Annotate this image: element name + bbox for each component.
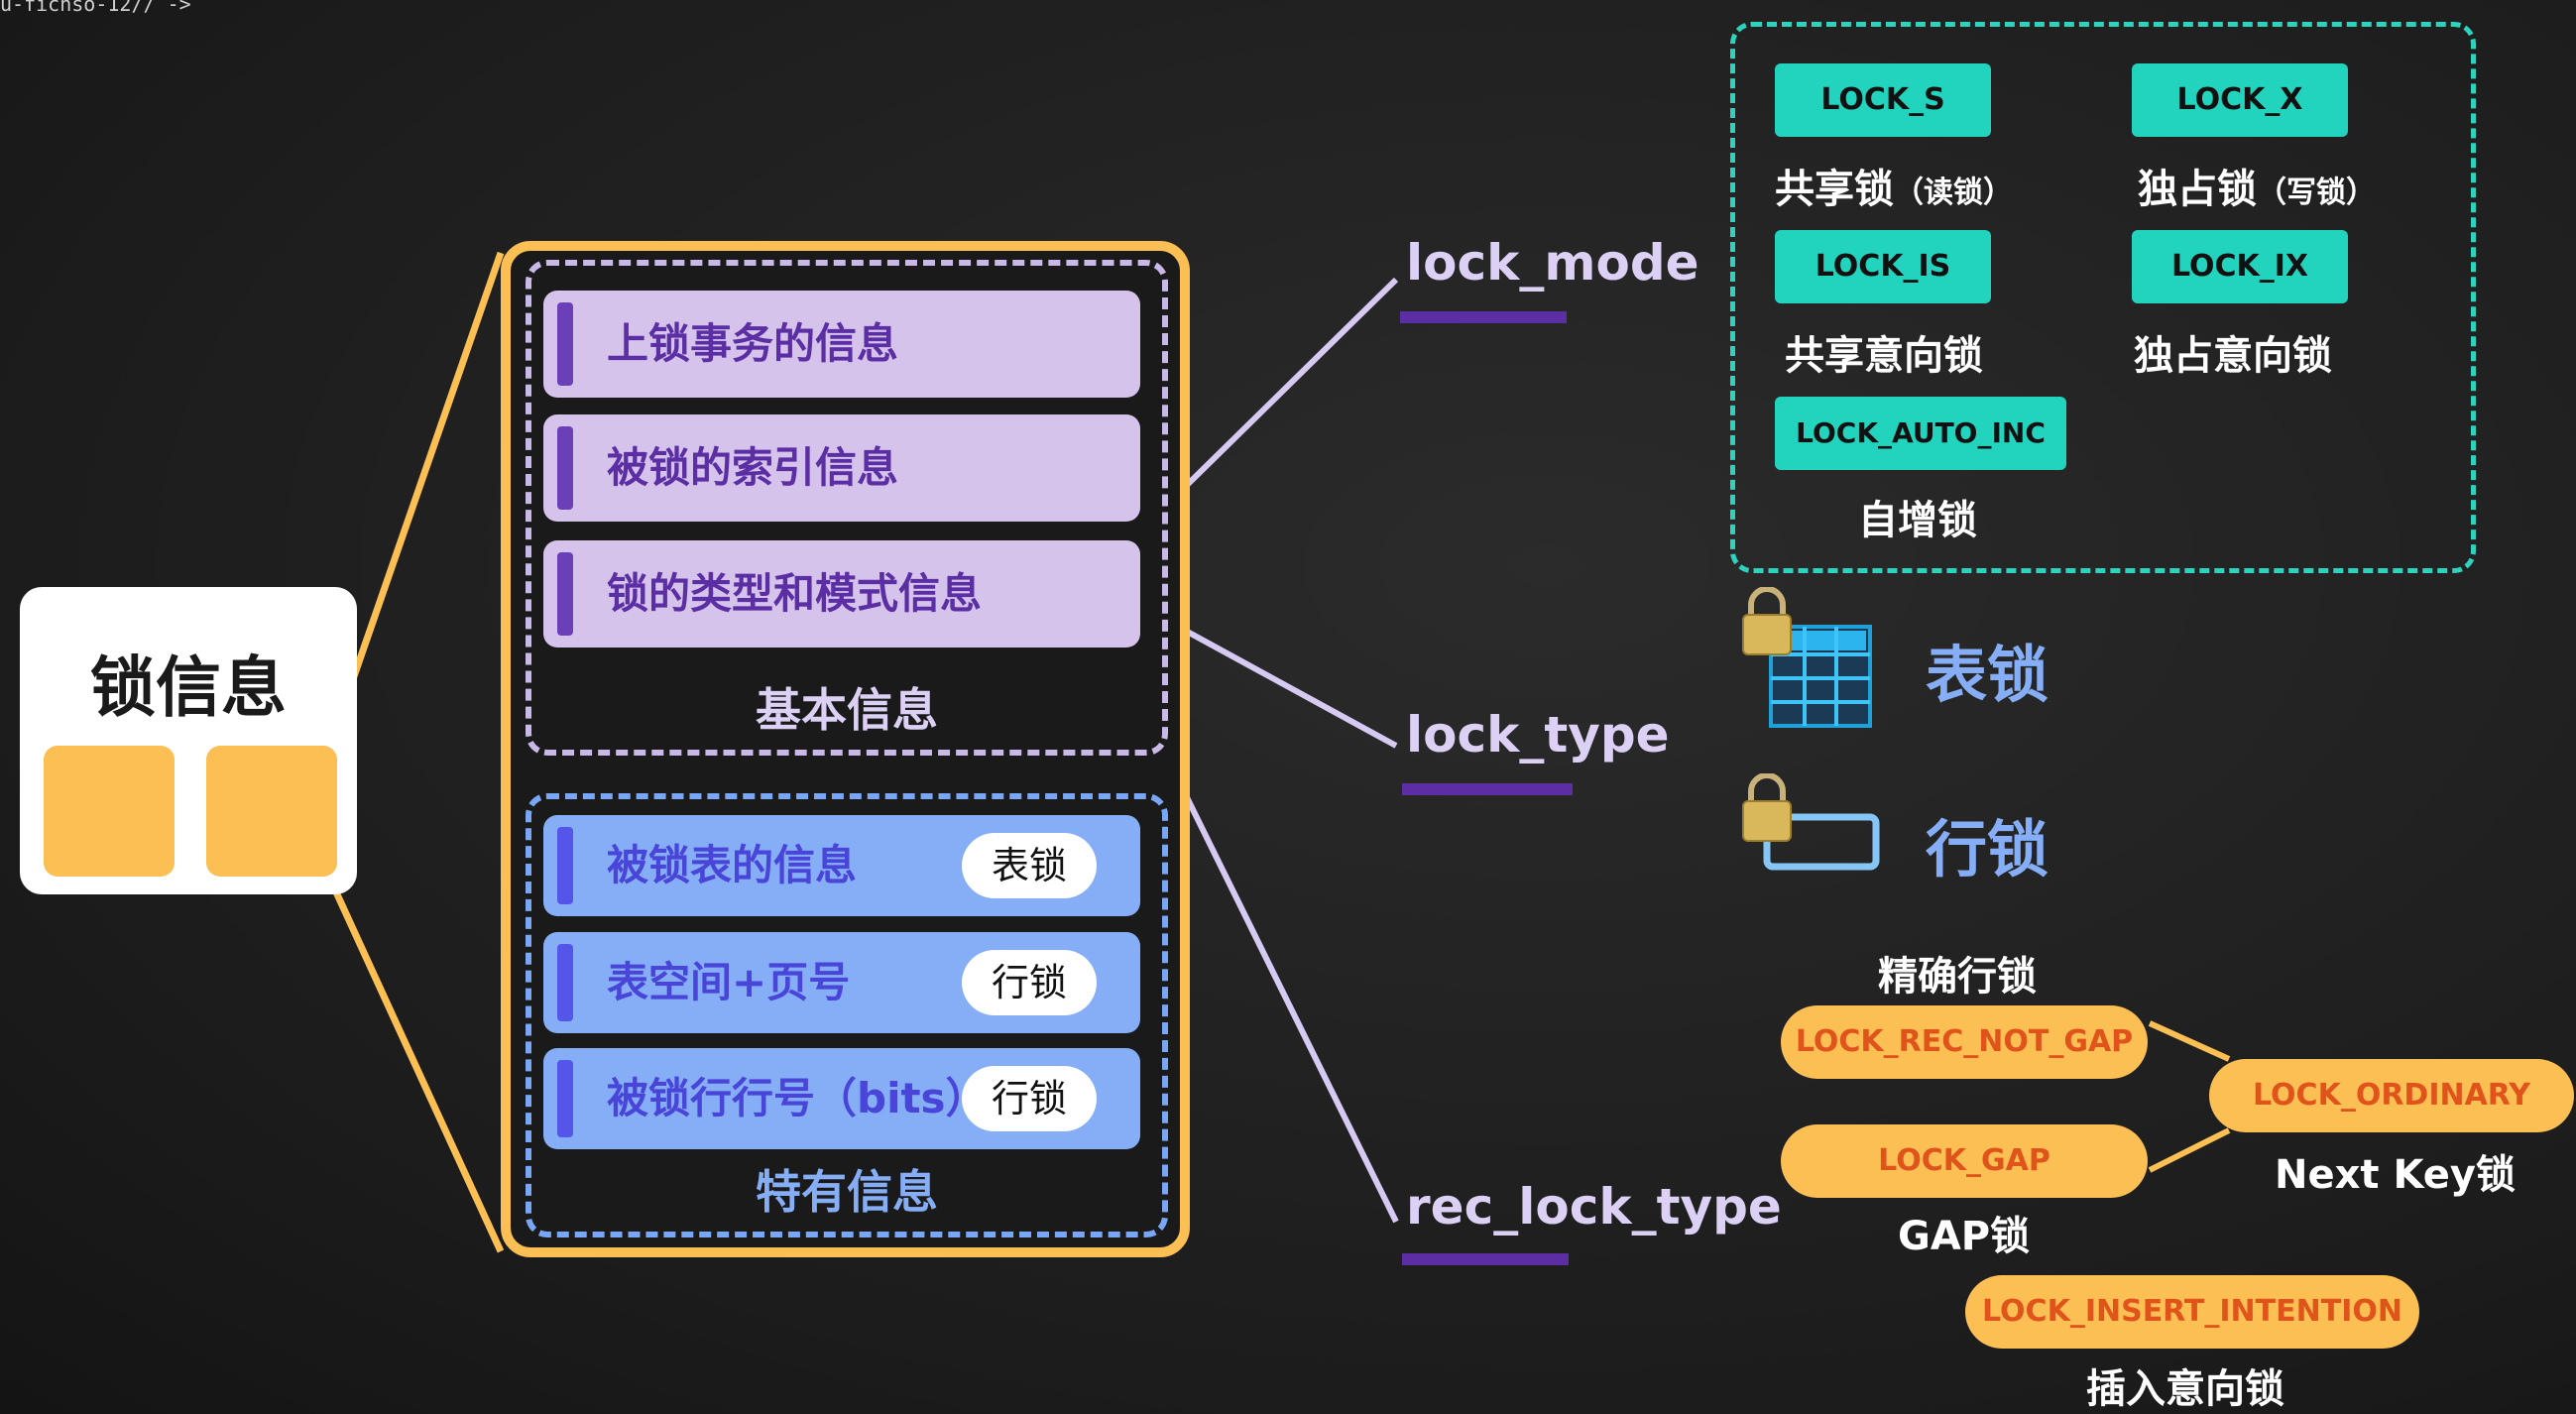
- row-label: 上锁事务的信息: [607, 319, 899, 368]
- lock-auto-inc-label: 自增锁: [1858, 498, 1977, 543]
- field-rec-lock-type: rec_lock_type: [1406, 1178, 1782, 1236]
- next-key-lock-label: Next Key锁: [2275, 1152, 2516, 1198]
- lock-s-label: 共享锁（读锁）: [1775, 157, 2013, 214]
- row-label: 被锁表的信息: [607, 841, 858, 889]
- lock-is-label: 共享意向锁: [1785, 333, 1983, 379]
- lock-x-note: （写锁）: [2257, 176, 2376, 210]
- row-lock-label: 行锁: [1926, 813, 2049, 885]
- lock-x-name: 独占锁: [2138, 167, 2257, 212]
- field-lock-mode: lock_mode: [1406, 234, 1699, 292]
- insert-intention-lock-label: 插入意向锁: [2086, 1366, 2284, 1412]
- special-row-table: 被锁表的信息 表锁: [543, 815, 1140, 916]
- row-tag: 行锁: [962, 950, 1097, 1015]
- row-label: 被锁行行号（bits）: [607, 1074, 988, 1122]
- row-accent-bar: [557, 302, 573, 386]
- table-lock-label: 表锁: [1926, 639, 2049, 711]
- card-block-left: [44, 746, 175, 877]
- lock-type-underline: [1402, 783, 1573, 795]
- basic-row-type-mode: 锁的类型和模式信息: [543, 540, 1140, 648]
- row-accent-bar: [557, 552, 573, 636]
- row-accent-bar: [557, 426, 573, 510]
- lock-info-card: 锁信息: [20, 587, 357, 894]
- lock-auto-inc-pill: LOCK_AUTO_INC: [1775, 397, 2066, 470]
- table-lock-icon: [1737, 586, 1876, 736]
- basic-row-index: 被锁的索引信息: [543, 414, 1140, 522]
- special-info-group: [526, 793, 1168, 1237]
- row-tag: 表锁: [962, 833, 1097, 898]
- lock-s-name: 共享锁: [1775, 167, 1894, 212]
- lock-s-pill: LOCK_S: [1775, 63, 1991, 137]
- field-lock-type: lock_type: [1406, 706, 1670, 764]
- top-caption: u-fichso-12// ->: [0, 0, 191, 16]
- basic-row-transaction: 上锁事务的信息: [543, 291, 1140, 398]
- lock-ix-pill: LOCK_IX: [2132, 230, 2348, 303]
- lock-mode-underline: [1400, 311, 1567, 323]
- rec-not-gap-connector: [2148, 1020, 2231, 1062]
- lock-is-pill: LOCK_IS: [1775, 230, 1991, 303]
- row-label: 锁的类型和模式信息: [607, 569, 983, 618]
- lock-x-label: 独占锁（写锁）: [2138, 157, 2376, 214]
- card-title: 锁信息: [90, 649, 287, 726]
- lock-x-pill: LOCK_X: [2132, 63, 2348, 137]
- row-lock-icon: [1737, 772, 1886, 883]
- lock-insert-intention-pill: LOCK_INSERT_INTENTION: [1965, 1275, 2419, 1349]
- row-accent-bar: [557, 944, 573, 1021]
- card-connector-bottom: [323, 871, 505, 1253]
- row-tag: 行锁: [962, 1066, 1097, 1131]
- lock-rec-not-gap-pill: LOCK_REC_NOT_GAP: [1781, 1005, 2148, 1079]
- lock-ix-label: 独占意向锁: [2134, 333, 2332, 379]
- row-label: 表空间+页号: [607, 958, 851, 1006]
- lock-ordinary-pill: LOCK_ORDINARY: [2209, 1059, 2574, 1132]
- row-accent-bar: [557, 827, 573, 904]
- card-block-right: [206, 746, 337, 877]
- lock-mode-group: [1730, 22, 2476, 573]
- basic-info-group: [526, 260, 1168, 756]
- lock-s-note: （读锁）: [1894, 176, 2013, 210]
- gap-lock-label: GAP锁: [1898, 1214, 2031, 1259]
- rec-lock-type-underline: [1402, 1253, 1569, 1265]
- precise-row-lock-title: 精确行锁: [1878, 954, 2037, 1000]
- special-row-bits: 被锁行行号（bits） 行锁: [543, 1048, 1140, 1149]
- basic-info-title: 基本信息: [756, 683, 938, 737]
- special-row-space-page: 表空间+页号 行锁: [543, 932, 1140, 1033]
- row-accent-bar: [557, 1060, 573, 1137]
- lock-gap-pill: LOCK_GAP: [1781, 1124, 2148, 1198]
- gap-connector: [2148, 1127, 2231, 1173]
- special-info-title: 特有信息: [756, 1165, 938, 1219]
- row-label: 被锁的索引信息: [607, 443, 899, 492]
